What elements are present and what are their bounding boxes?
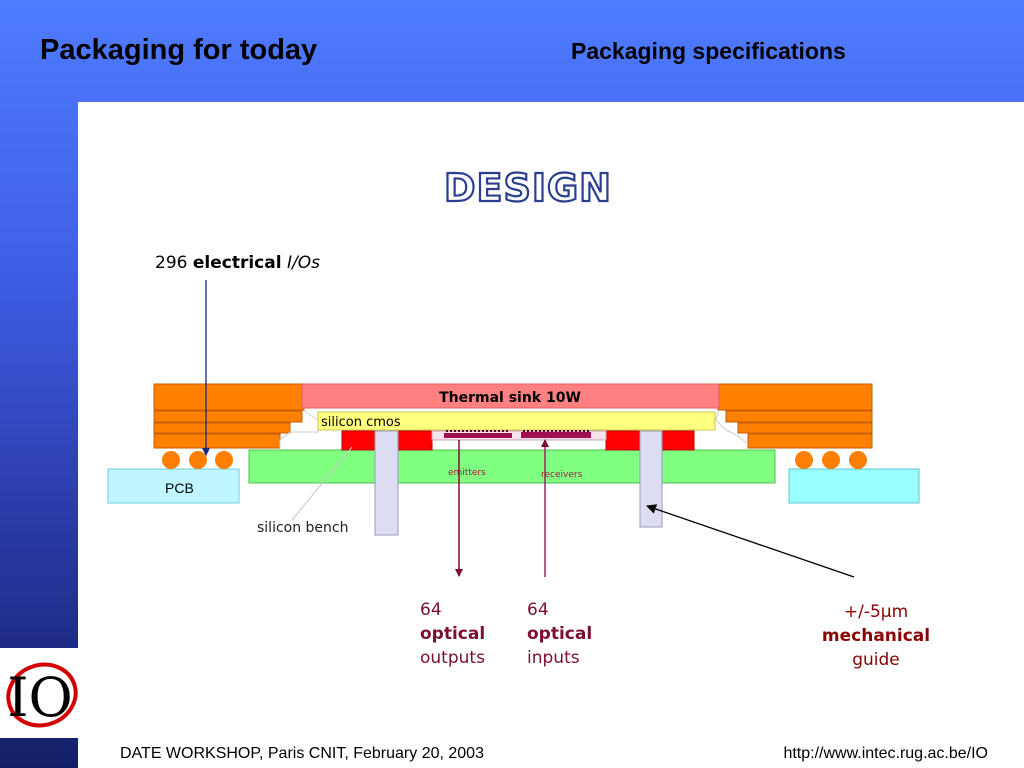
orange-layer-right-top (717, 383, 873, 411)
orange-layer-right-bot (737, 422, 873, 434)
receivers-label: receivers (541, 470, 583, 480)
step-outline-right (715, 410, 749, 445)
orange-layer-left-mid (153, 410, 303, 423)
mechanical-guide-tolerance: +/-5μm (843, 602, 909, 622)
optical-outputs-kind: optical (420, 624, 486, 644)
optical-inputs-label: 64 optical inputs (527, 598, 592, 670)
electrical-io-label: 296 electrical I/Os (155, 253, 320, 273)
step-outline-left (279, 410, 319, 448)
silicon-bench-label: silicon bench (257, 520, 349, 536)
optical-inputs-count: 64 (527, 600, 549, 620)
io-logo-ring (6, 662, 78, 728)
pcb-right (788, 468, 920, 504)
optical-inputs-kind: optical (527, 624, 593, 644)
solder-ball (189, 451, 207, 469)
solder-ball (162, 451, 180, 469)
design-heading: DESIGN (444, 166, 612, 210)
mechanical-guide-kind: mechanical (821, 626, 931, 646)
optical-outputs-label: 64 optical outputs (420, 598, 485, 670)
orange-layer-left-top (153, 383, 305, 411)
silicon-bench-leader (291, 446, 353, 521)
emitter-receiver-frame (431, 430, 607, 441)
electrical-io-count: 296 (155, 253, 188, 273)
mechanical-guide-label: +/-5μm mechanical guide (818, 600, 934, 672)
orange-layer-right-mid (725, 410, 873, 423)
mechanical-guide-word: guide (852, 650, 900, 670)
solder-ball (849, 451, 867, 469)
emitter-array (444, 433, 512, 438)
mechanical-guide-arrow (646, 504, 855, 578)
page-subtitle: Packaging specifications (571, 38, 846, 64)
electrical-io-unit: I/Os (286, 253, 320, 273)
silicon-cmos-label: silicon cmos (321, 415, 401, 430)
pcb-label: PCB (165, 480, 194, 496)
electrical-io-word: electrical (192, 253, 282, 273)
pcb-left (107, 468, 240, 504)
footer-event: DATE WORKSHOP, Paris CNIT, February 20, … (120, 745, 484, 762)
orange-layer-left-base (153, 433, 281, 449)
silicon-cmos (317, 411, 716, 431)
optical-inputs-word: inputs (527, 648, 580, 668)
solder-ball (215, 451, 233, 469)
io-logo: IO (6, 662, 78, 729)
orange-layer-right-base (747, 433, 873, 449)
thermal-sink (301, 383, 720, 409)
footer-url[interactable]: http://www.intec.rug.ac.be/IO (783, 745, 988, 762)
fibre-pillar-left (374, 430, 399, 536)
optical-outputs-word: outputs (420, 648, 485, 668)
thermal-sink-label: Thermal sink 10W (439, 390, 581, 406)
emitters-label: emitters (448, 468, 486, 478)
silicon-bench (248, 449, 776, 484)
solder-ball (795, 451, 813, 469)
optical-outputs-count: 64 (420, 600, 442, 620)
page-title: Packaging for today (40, 34, 318, 66)
io-logo-text: IO (7, 666, 73, 729)
footer-bar (78, 738, 1024, 768)
receiver-array (521, 432, 591, 438)
orange-layer-left-bot (153, 422, 291, 434)
solder-ball (822, 451, 840, 469)
guide-pillar-right (639, 430, 663, 528)
